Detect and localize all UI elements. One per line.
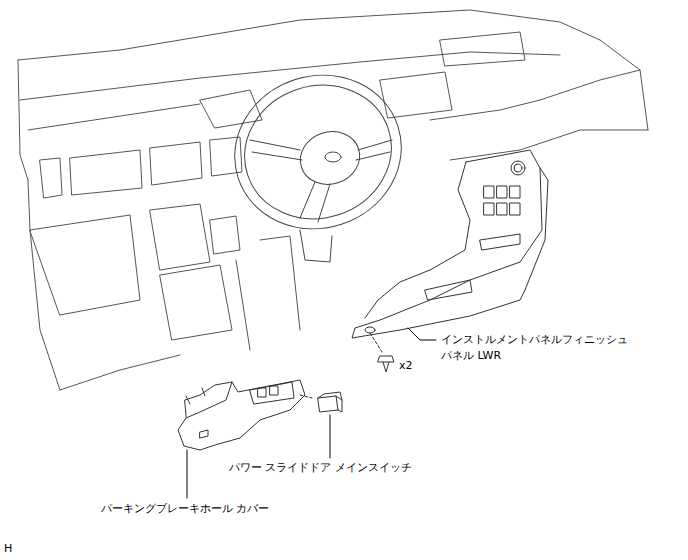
steering-wheel (215, 54, 422, 262)
leader-line (187, 328, 436, 498)
quantity: x2 (398, 358, 414, 374)
parking-brake-hole-cover (178, 380, 312, 450)
part-name: インストルメントパネルフィニッシュ パネル LWR (440, 332, 638, 364)
main-switch (318, 392, 342, 412)
figure-code: H (3, 541, 13, 557)
part-name: パワー スライドドア メインスイッチ (228, 460, 413, 476)
clip (378, 356, 394, 372)
dashboard (18, 10, 648, 390)
part-name: パーキングブレーキホール カバー (100, 501, 271, 517)
finish-panel-lwr (352, 150, 548, 352)
